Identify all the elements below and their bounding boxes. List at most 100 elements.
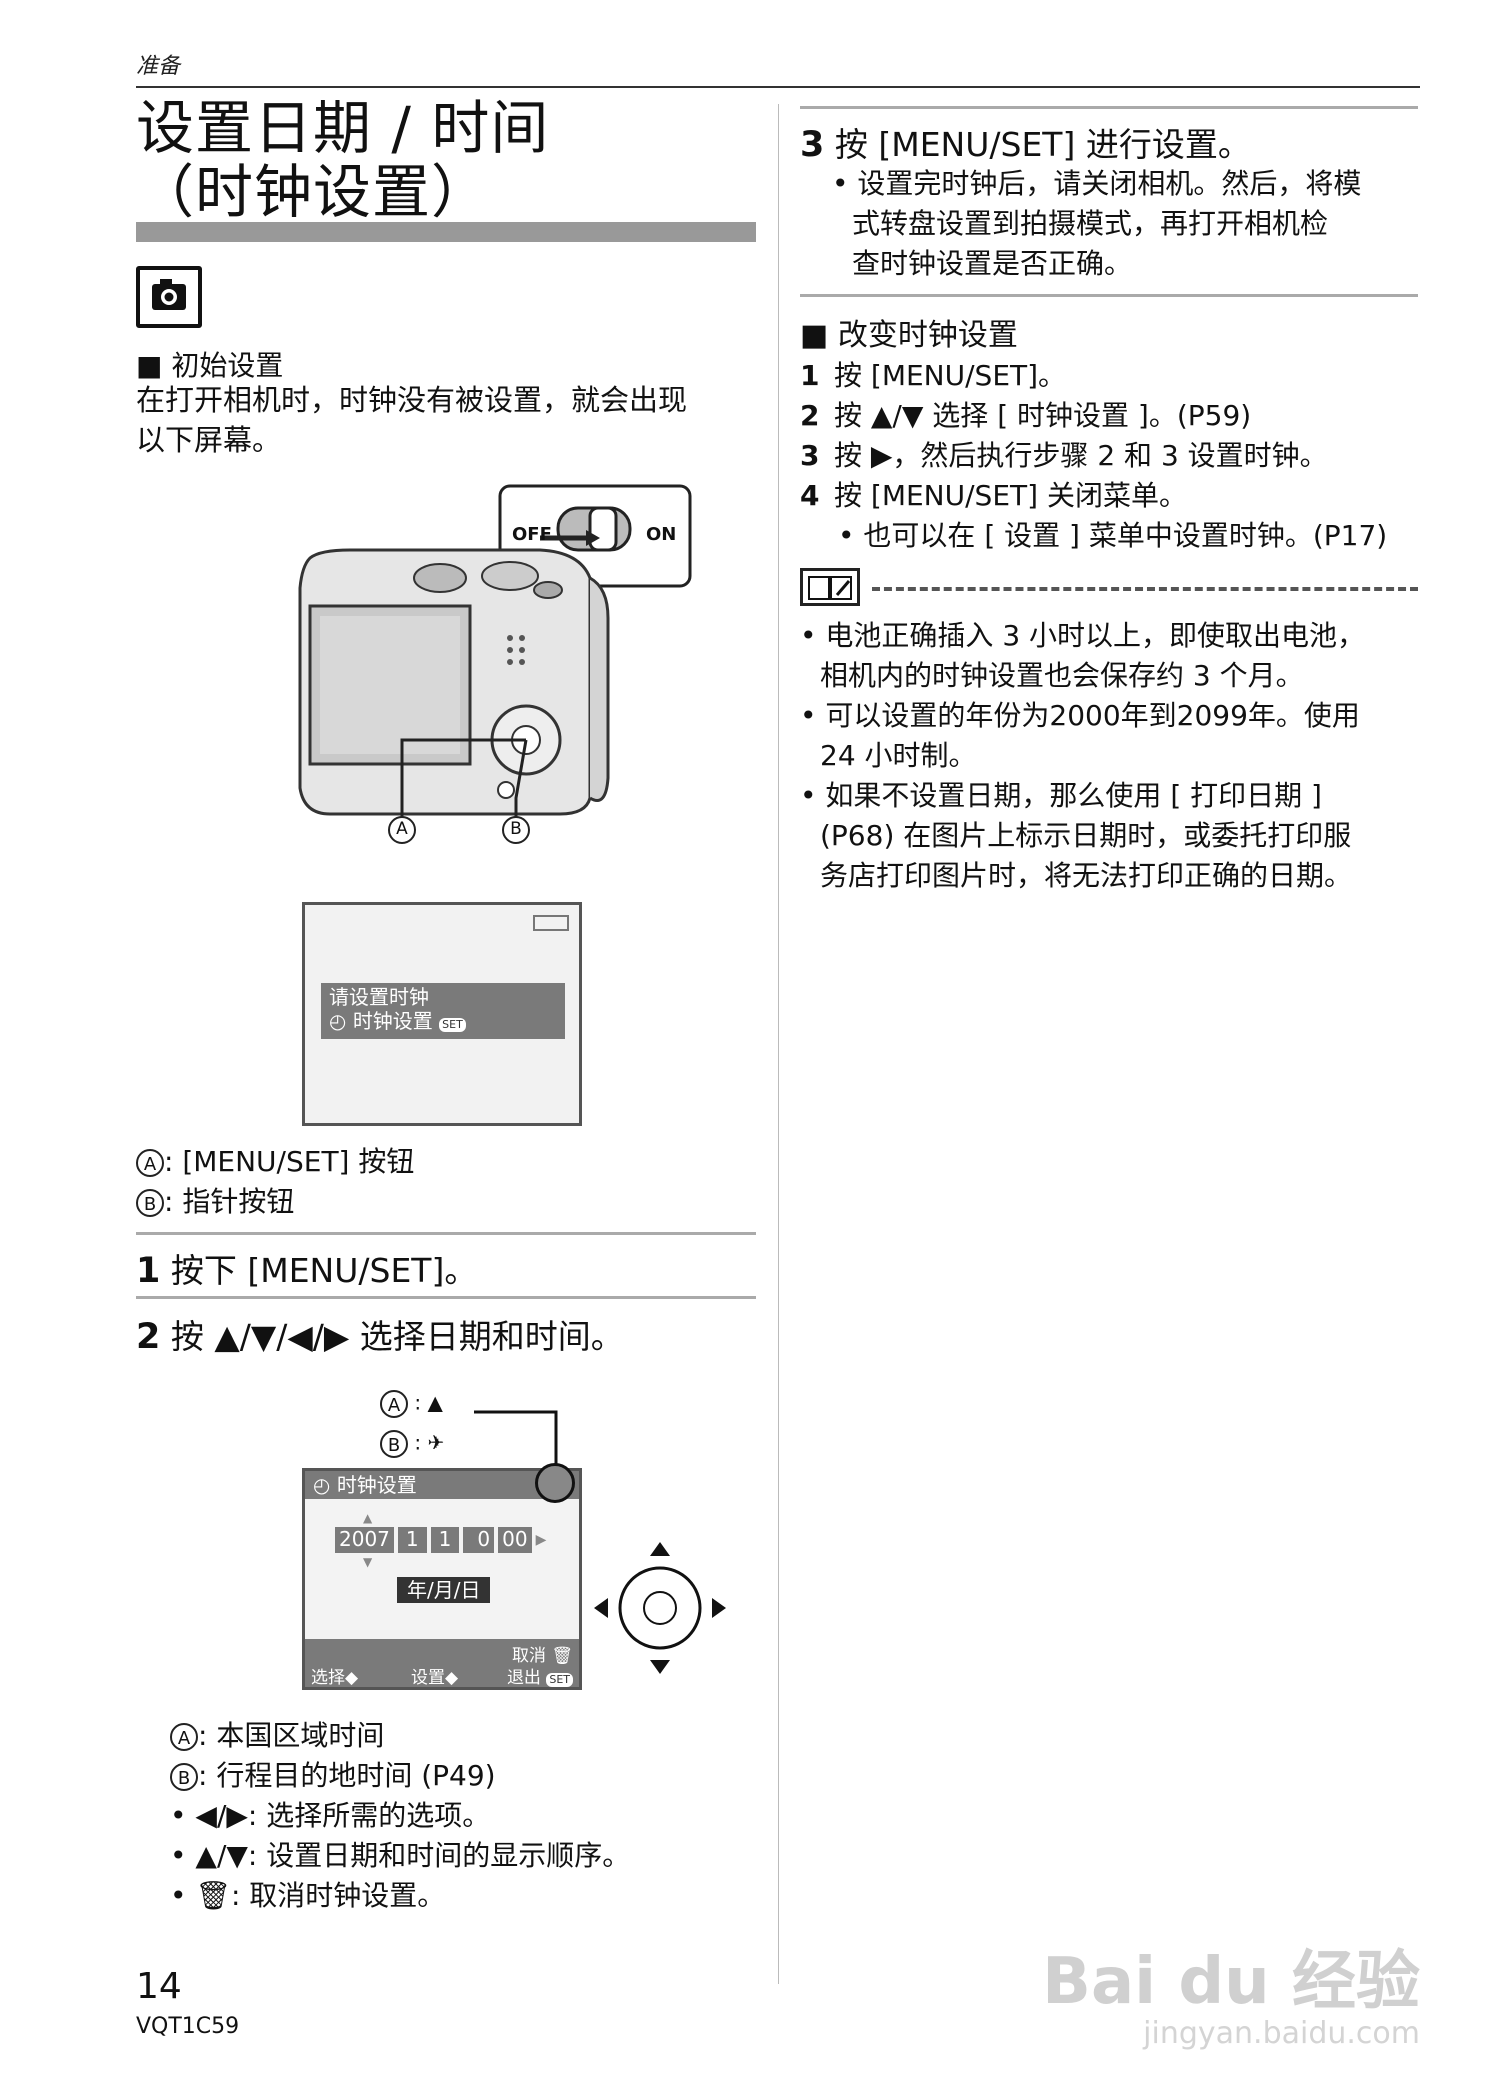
document-code: VQT1C59: [136, 2014, 240, 2039]
month-field[interactable]: 1: [397, 1527, 427, 1553]
step-3-bullet: • 设置完时钟后，请关闭相机。然后，将模 式转盘设置到拍摄模式，再打开相机检 查…: [832, 164, 1361, 284]
change-item-4-text: 按 [MENU/SET] 关闭菜单。: [834, 479, 1187, 512]
legend2-b-text: : 行程目的地时间 (P49): [198, 1759, 496, 1792]
airplane-icon: ✈: [427, 1430, 445, 1455]
step-2: 2 按 ▲/▼/◀/▶ 选择日期和时间。: [136, 1310, 624, 1358]
camera-label-a: A: [396, 819, 408, 839]
change-item-1-num: 1: [800, 359, 820, 392]
prompt-line-2: ◴ 时钟设置 SET: [329, 1009, 557, 1033]
step-3: 3 按 [MENU/SET] 进行设置。: [800, 118, 1251, 166]
initial-setup-body: 在打开相机时，时钟没有被设置，就会出现 以下屏幕。: [136, 380, 756, 460]
up-arrow-icon: ▲: [363, 1511, 373, 1525]
marker-a: A: [380, 1390, 408, 1418]
initial-setup-heading: ■ 初始设置: [136, 349, 284, 382]
column-divider: [778, 104, 779, 1984]
change-item-4: 4 按 [MENU/SET] 关闭菜单。: [800, 476, 1418, 516]
date-order[interactable]: 年/月/日: [397, 1577, 491, 1603]
change-item-2-num: 2: [800, 399, 820, 432]
exit-hint: 退出 SET: [507, 1663, 573, 1688]
note-2-line-1: • 可以设置的年份为2000年到2099年。使用: [800, 699, 1360, 732]
legend2-a-mark: A: [170, 1723, 198, 1751]
clock-screen-title-bar: ◴ 时钟设置: [305, 1471, 579, 1499]
marker-leader-line: [474, 1410, 558, 1488]
legend2-b-mark: B: [170, 1763, 198, 1791]
header-rule: [136, 86, 1420, 88]
world-time-markers: A : ▲ B : ✈: [380, 1388, 500, 1478]
change-item-4-num: 4: [800, 479, 820, 512]
set-text: SET: [549, 1673, 570, 1686]
select-label: 选择: [311, 1668, 345, 1688]
camera-mode-icon: [136, 266, 202, 328]
menu-set-icon: SET: [439, 1018, 466, 1032]
camera-label-b: B: [510, 819, 522, 839]
step-3-bullet-line-3: 查时钟设置是否正确。: [852, 247, 1133, 280]
legend2-bullet-1: • ◀/▶: 选择所需的选项。: [170, 1799, 491, 1832]
select-hint: 选择◆: [311, 1668, 359, 1688]
note-3: • 如果不设置日期，那么使用 [ 打印日期 ] (P68) 在图片上标示日期时，…: [800, 776, 1418, 896]
legend-a-row: A: [MENU/SET] 按钮: [136, 1142, 414, 1182]
memo-note-icon: [800, 568, 860, 606]
initial-body-line-1: 在打开相机时，时钟没有被设置，就会出现: [136, 383, 688, 417]
cancel-label: 取消: [512, 1646, 546, 1666]
step-2-number: 2: [136, 1317, 161, 1357]
change-item-3-text: 按 ▶，然后执行步骤 2 和 3 设置时钟。: [834, 439, 1328, 472]
change-item-3-num: 3: [800, 439, 820, 472]
legend-a-text: : [MENU/SET] 按钮: [164, 1145, 415, 1178]
switch-off-label: OFF: [512, 524, 552, 545]
hour-field[interactable]: 0: [463, 1527, 495, 1553]
step-3-text: 按 [MENU/SET] 进行设置。: [834, 125, 1251, 164]
exit-label: 退出: [506, 1668, 541, 1688]
legend-b-text: : 指针按钮: [164, 1185, 295, 1218]
minute-field[interactable]: 00: [498, 1527, 532, 1553]
clock-screen-footer: 取消 🗑 选择◆ 设置◆ 退出 SET: [305, 1639, 579, 1688]
rule-step2: [136, 1296, 756, 1299]
title-line-2: （时钟设置）: [136, 158, 491, 226]
step-1-number: 1: [136, 1251, 161, 1291]
page-title: 设置日期 / 时间 （时钟设置）: [136, 96, 549, 224]
clock-icon: ◴: [329, 1009, 347, 1033]
baidu-watermark: Bai du 经验: [1042, 1945, 1420, 2019]
page-number: 14: [136, 1966, 182, 2007]
legend-b-row: B: 指针按钮: [136, 1182, 294, 1222]
date-time-fields: 2007 1 1 0 00 ▶: [335, 1527, 546, 1553]
legend2-bullet-3: • 🗑: 取消时钟设置。: [170, 1876, 445, 1916]
step-3-bullet-line-2: 式转盘设置到拍摄模式，再打开相机检: [852, 207, 1329, 240]
title-bar: [136, 222, 756, 242]
section-label: 准备: [136, 54, 181, 79]
step-1-text: 按下 [MENU/SET]。: [170, 1251, 478, 1290]
clock-screen-title: 时钟设置: [336, 1473, 417, 1497]
legend2-b-row: B: 行程目的地时间 (P49): [170, 1756, 496, 1796]
change-item-3: 3 按 ▶，然后执行步骤 2 和 3 设置时钟。: [800, 436, 1418, 476]
legend-b-mark: B: [136, 1189, 164, 1217]
bullet-mark: •: [170, 1879, 196, 1912]
memo-dashed-line: [872, 587, 1418, 591]
note-1-line-2: 相机内的时钟设置也会保存约 3 个月。: [820, 659, 1304, 692]
legend-a-mark: A: [136, 1149, 164, 1177]
legend2-a-text: : 本国区域时间: [198, 1719, 385, 1752]
note-3-line-3: 务店打印图片时，将无法打印正确的日期。: [820, 859, 1353, 892]
menu-set-icon: SET: [546, 1673, 573, 1687]
marker-a-row: A : ▲: [380, 1390, 443, 1418]
home-time-icon[interactable]: [535, 1463, 575, 1503]
setting-hint: 设置◆: [411, 1668, 459, 1688]
switch-on-label: ON: [646, 524, 677, 545]
notes-list: • 电池正确插入 3 小时以上，即使取出电池， 相机内的时钟设置也会保存约 3 …: [800, 616, 1418, 896]
day-field[interactable]: 1: [430, 1527, 460, 1553]
year-field[interactable]: 2007: [335, 1527, 394, 1553]
legend2-bullet-2: • ▲/▼: 设置日期和时间的显示顺序。: [170, 1839, 631, 1872]
arrow-pad-icon: [594, 1542, 726, 1674]
legend2-a-row: A: 本国区域时间: [170, 1716, 384, 1756]
camera-illustration: OFF ON A B: [290, 478, 710, 858]
set-text: SET: [442, 1018, 463, 1031]
battery-icon: [533, 915, 569, 931]
note-2-line-2: 24 小时制。: [820, 739, 977, 772]
note-1: • 电池正确插入 3 小时以上，即使取出电池， 相机内的时钟设置也会保存约 3 …: [800, 616, 1418, 696]
title-line-1: 设置日期 / 时间: [136, 94, 550, 162]
cancel-row: 取消 🗑: [512, 1641, 573, 1666]
initial-body-line-2: 以下屏幕。: [136, 423, 282, 457]
step-3-number: 3: [800, 125, 825, 165]
prompt-line-1: 请设置时钟: [329, 985, 429, 1009]
